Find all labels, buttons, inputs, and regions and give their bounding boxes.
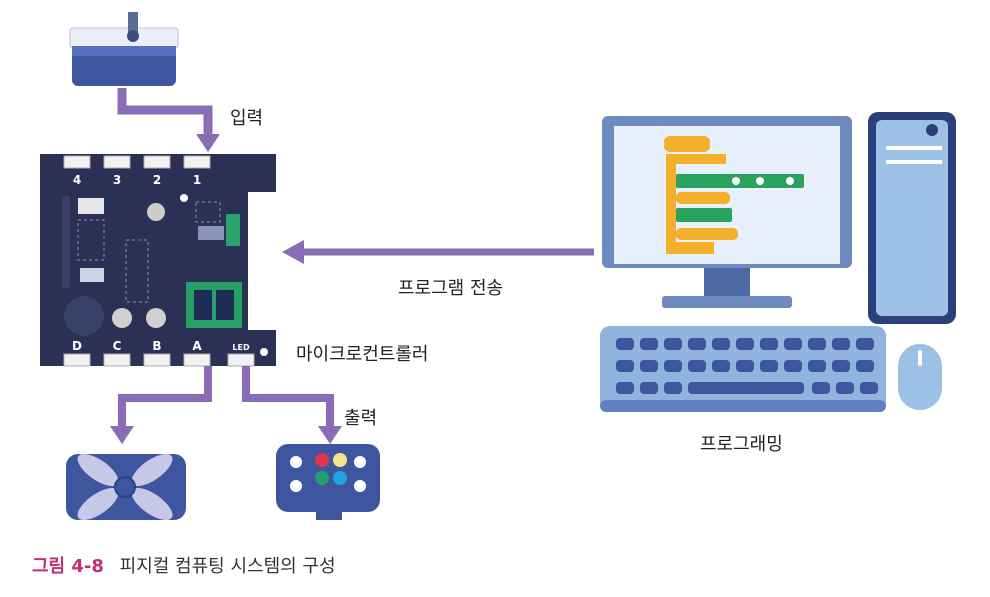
keyboard-key — [784, 360, 802, 372]
keyboard-key — [856, 360, 874, 372]
figure-caption-text: 피지컬 컴퓨팅 시스템의 구성 — [119, 556, 336, 577]
keyboard-key — [616, 338, 634, 350]
keyboard-key — [640, 360, 658, 372]
keyboard-key — [736, 338, 754, 350]
keyboard-key — [760, 338, 778, 350]
block-code — [664, 136, 804, 254]
keyboard-key — [712, 360, 730, 372]
port-label-bottom-a: A — [192, 339, 202, 353]
keyboard-key — [616, 382, 634, 394]
keyboard-key — [688, 338, 706, 350]
output-label: 출력 — [344, 408, 378, 429]
input-device — [69, 12, 179, 86]
keyboard-key — [784, 338, 802, 350]
monitor — [602, 116, 852, 308]
input-arrow-head — [196, 134, 220, 152]
programming-label: 프로그래밍 — [700, 434, 783, 455]
transfer-arrow-head — [282, 240, 304, 264]
keyboard-key — [640, 338, 658, 350]
led-module — [276, 444, 380, 520]
keyboard-key — [664, 338, 682, 350]
keyboard-key — [860, 382, 878, 394]
keyboard-key — [832, 360, 850, 372]
input-label: 입력 — [230, 108, 264, 129]
microcontroller-label: 마이크로컨트롤러 — [296, 344, 429, 365]
pc-tower — [868, 112, 956, 324]
output-arrow-right-head — [318, 426, 342, 444]
keyboard — [600, 326, 886, 412]
keyboard-key — [812, 382, 830, 394]
figure-number: 그림 4-8 — [32, 556, 104, 577]
port-label-bottom-b: B — [152, 339, 161, 353]
port-label-top-3: 3 — [113, 173, 121, 187]
keyboard-key — [640, 382, 658, 394]
port-label-bottom-d: D — [72, 339, 82, 353]
port-label-top-4: 4 — [73, 173, 81, 187]
fan-module — [66, 453, 186, 521]
keyboard-key — [736, 360, 754, 372]
keyboard-key — [688, 360, 706, 372]
output-arrow-left-head — [110, 426, 134, 444]
keyboard-spacebar — [688, 382, 804, 394]
microcontroller-board — [40, 154, 276, 367]
input-arrow — [117, 88, 213, 138]
keyboard-key — [664, 360, 682, 372]
keyboard-key — [664, 382, 682, 394]
keyboard-key — [836, 382, 854, 394]
output-arrow-right — [242, 366, 334, 428]
port-label-bottom-c: C — [113, 339, 122, 353]
board-port-labels: 4 3 2 1 D C B A LED — [72, 173, 250, 353]
keyboard-key — [856, 338, 874, 350]
keyboard-key — [616, 360, 634, 372]
port-label-top-1: 1 — [193, 173, 201, 187]
output-arrow-left — [118, 366, 212, 428]
mouse — [898, 344, 942, 410]
transfer-label: 프로그램 전송 — [398, 278, 504, 299]
port-label-led: LED — [232, 343, 250, 352]
keyboard-key — [760, 360, 778, 372]
keyboard-key — [808, 338, 826, 350]
keyboard-key — [808, 360, 826, 372]
figure-caption: 그림 4-8 피지컬 컴퓨팅 시스템의 구성 — [32, 552, 336, 578]
keyboard-key — [712, 338, 730, 350]
keyboard-key — [832, 338, 850, 350]
port-label-top-2: 2 — [153, 173, 161, 187]
